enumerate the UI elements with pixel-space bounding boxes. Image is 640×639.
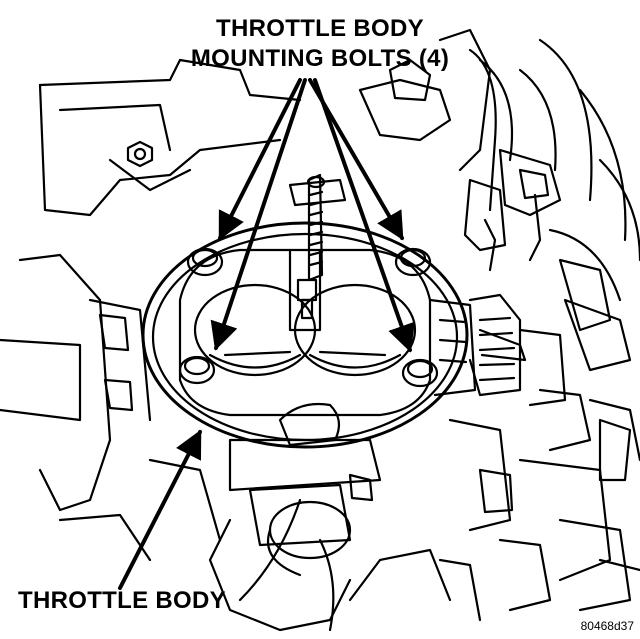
leader-arrow-throttle-body [118,429,202,590]
callout-bolts-line2: MOUNTING BOLTS (4) [190,45,450,72]
leader-arrow-bolt-upper-left [218,78,302,241]
callout-throttle-body: THROTTLE BODY [18,587,226,614]
leader-arrow-bolt-lower-right [313,78,415,353]
callout-mounting-bolts: THROTTLE BODY MOUNTING BOLTS (4) [150,14,490,74]
mounting-bolt-lower-left [178,355,216,385]
manifold-bolt [126,140,154,168]
leader-arrow-bolt-lower-left [210,78,307,351]
engine-background [0,28,640,632]
mounting-bolt-upper-left [186,247,224,277]
mounting-bolt-upper-right [394,247,432,277]
mounting-bolt-lower-right [401,358,439,388]
callout-bolts-line1: THROTTLE BODY [216,15,424,42]
figure-id: 80468d37 [580,619,634,633]
throttle-body-assembly [141,173,527,577]
